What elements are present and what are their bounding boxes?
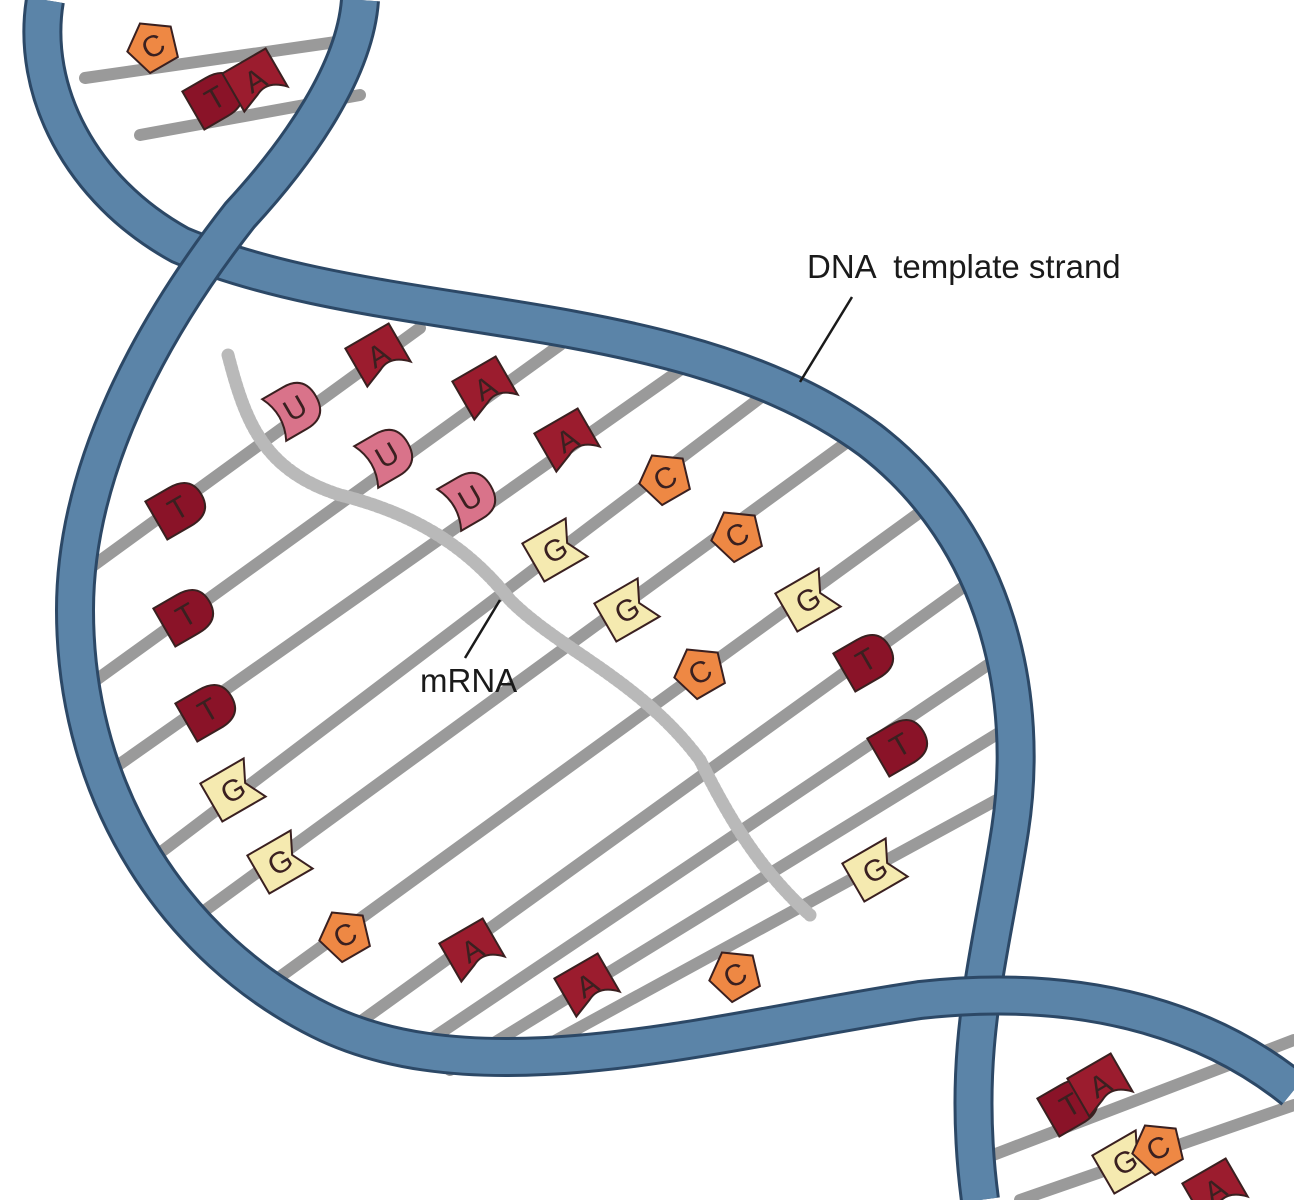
nucleotide-shape bbox=[435, 471, 497, 533]
nucleotide-shape bbox=[710, 511, 764, 564]
nucleotide-shape bbox=[673, 648, 727, 701]
nucleotide-g: G bbox=[773, 566, 843, 633]
nucleotide-u: U bbox=[435, 471, 497, 533]
mrna-pointer bbox=[463, 599, 502, 659]
nucleotide-shape bbox=[638, 454, 692, 507]
nucleotide-shape bbox=[343, 322, 413, 389]
nucleotide-shape bbox=[532, 407, 602, 474]
nucleotide-shape bbox=[220, 47, 290, 114]
nucleotide-g: G bbox=[198, 756, 268, 823]
nucleotide-shape bbox=[708, 951, 762, 1004]
mrna-label: mRNA bbox=[420, 662, 517, 699]
nucleotide-t: T bbox=[151, 589, 215, 648]
base-pair-rung bbox=[514, 784, 1021, 1066]
nucleotide-shape bbox=[773, 566, 843, 633]
base-pair-rung bbox=[444, 714, 1026, 1076]
nucleotide-c: C bbox=[318, 911, 372, 964]
nucleotide-shape bbox=[1131, 1124, 1185, 1177]
nucleotide-shape bbox=[318, 911, 372, 964]
nucleotide-a: A bbox=[552, 952, 622, 1019]
nucleotide-g: G bbox=[1090, 1128, 1160, 1195]
nucleotide-a: A bbox=[220, 47, 290, 114]
nucleotide-u: U bbox=[260, 381, 322, 443]
nucleotide-c: C bbox=[638, 454, 692, 507]
nucleotide-shape bbox=[198, 756, 268, 823]
nucleotide-c: C bbox=[710, 511, 764, 564]
dna-template-pointer bbox=[798, 296, 854, 383]
nucleotide-shape bbox=[245, 828, 315, 895]
nucleotide-shape bbox=[520, 516, 590, 583]
nucleotide-c: C bbox=[126, 22, 180, 75]
nucleotide-a: A bbox=[1180, 1157, 1250, 1200]
nucleotide-shape bbox=[865, 719, 929, 778]
backbone-strand-b bbox=[57, 0, 1294, 1104]
nucleotide-g: G bbox=[840, 836, 910, 903]
nucleotide-shape bbox=[437, 917, 507, 984]
nucleotide-c: C bbox=[673, 648, 727, 701]
nucleotide-shape bbox=[840, 836, 910, 903]
nucleotide-a: A bbox=[532, 407, 602, 474]
nucleotide-g: G bbox=[520, 516, 590, 583]
nucleotide-shape bbox=[260, 381, 322, 443]
nucleotide-a: A bbox=[437, 917, 507, 984]
nucleotide-shape bbox=[592, 576, 662, 643]
base-pair-rung bbox=[394, 644, 1016, 1066]
nucleotide-shape bbox=[450, 355, 520, 422]
dna-backbones bbox=[22, 0, 1294, 1200]
nucleotide-shape bbox=[143, 482, 207, 541]
labels: DNA template strand mRNA bbox=[420, 248, 1121, 699]
nucleotide-shape bbox=[1065, 1052, 1135, 1119]
nucleotide-shape bbox=[151, 589, 215, 648]
nucleotide-a: A bbox=[450, 355, 520, 422]
nucleotide-c: C bbox=[1131, 1124, 1185, 1177]
nucleotide-g: G bbox=[592, 576, 662, 643]
nucleotide-g: G bbox=[245, 828, 315, 895]
nucleotide-u: U bbox=[352, 428, 414, 490]
nucleotide-shape bbox=[552, 952, 622, 1019]
nucleotide-t: T bbox=[831, 634, 895, 693]
nucleotide-shape bbox=[173, 684, 237, 743]
nucleotide-shape bbox=[126, 22, 180, 75]
nucleotide-t: T bbox=[143, 482, 207, 541]
mrna-strand bbox=[221, 348, 817, 922]
backbone-strand-a bbox=[25, 0, 1033, 1200]
nucleotide-shape bbox=[831, 634, 895, 693]
dna-template-strand-label: DNA template strand bbox=[807, 248, 1121, 285]
base-pair-rung bbox=[79, 34, 356, 84]
nucleotide-shape bbox=[1180, 1157, 1250, 1200]
nucleotide-t: T bbox=[865, 719, 929, 778]
nucleotide-shape bbox=[352, 428, 414, 490]
nucleotide-c: C bbox=[708, 951, 762, 1004]
nucleotide-t: T bbox=[173, 684, 237, 743]
nucleotide-t: T bbox=[180, 72, 244, 131]
